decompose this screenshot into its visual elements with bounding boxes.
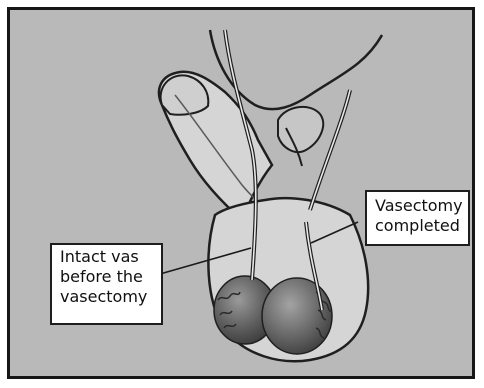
label-line: completed: [375, 216, 460, 236]
label-line: vasectomy: [60, 287, 153, 307]
label-line: Intact vas: [60, 247, 153, 267]
intact-vas-label: Intact vas before the vasectomy: [50, 243, 163, 325]
vasectomy-completed-label: Vasectomy completed: [365, 190, 470, 246]
label-line: Vasectomy: [375, 196, 460, 216]
body-contour: [210, 30, 382, 109]
right-testis: [262, 278, 332, 354]
diagram-frame: Intact vas before the vasectomy Vasectom…: [7, 7, 475, 379]
bladder: [278, 107, 323, 152]
label-line: before the: [60, 267, 153, 287]
